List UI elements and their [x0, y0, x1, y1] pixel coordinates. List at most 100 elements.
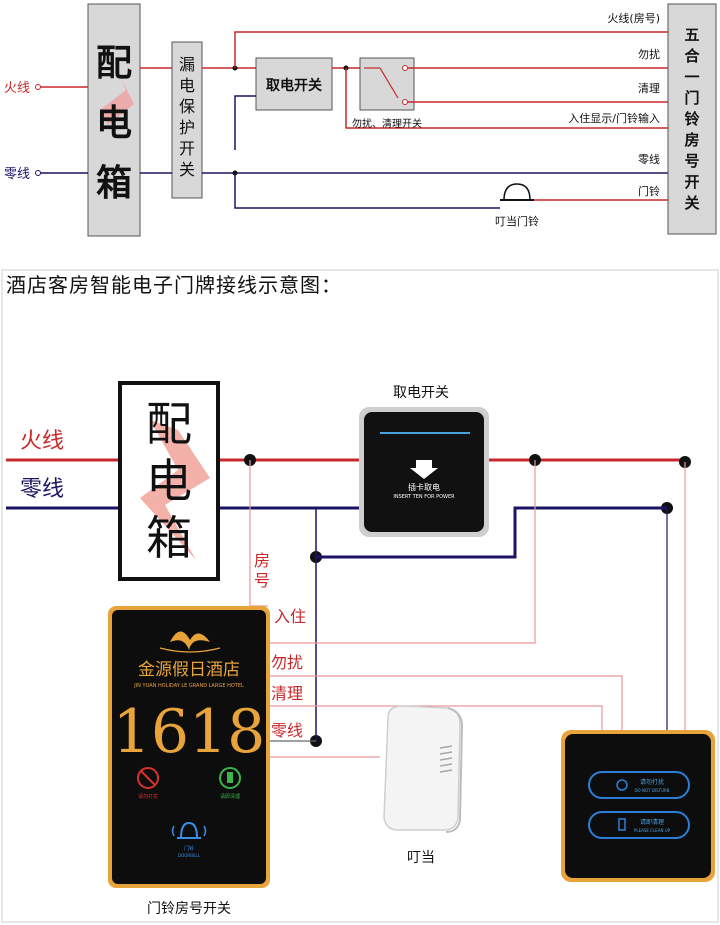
chime-caption: 叮当: [407, 850, 435, 866]
top-switch-blade: [379, 67, 399, 99]
clean-button-label: 请即清理: [640, 818, 664, 826]
dnd-indicator-icon: [137, 767, 159, 789]
breaker-char-3: 保: [179, 97, 195, 116]
wire-label-neutral: 零线: [271, 721, 303, 740]
top-right-label-5: 零线: [638, 152, 660, 166]
doorbell-button-icon[interactable]: [179, 821, 199, 839]
chime-vent-line: [439, 745, 453, 749]
five-char-4: 门: [684, 89, 699, 107]
breaker-char-2: 电: [179, 76, 195, 95]
top-right-label-6: 门铃: [638, 184, 660, 198]
top-bell-icon: [503, 183, 531, 201]
clean-button[interactable]: [588, 811, 690, 839]
five-char-5: 铃: [684, 110, 700, 128]
wire-label-fang: 房: [254, 551, 270, 570]
top-wire-bell-neutral: [234, 173, 500, 209]
insert-arrow-icon: [410, 460, 438, 479]
wire-label-hao: 号: [254, 571, 270, 590]
top-right-label-4: 入住显示/门铃输入: [568, 111, 660, 125]
top-card-switch-label: 取电开关: [266, 77, 322, 94]
top-panel-char-3: 箱: [96, 163, 132, 204]
bottom-wire-clean: [268, 705, 603, 735]
doorbell-label-en: DOORBELL: [178, 853, 201, 858]
chime-vent-line: [439, 751, 453, 755]
five-char-2: 合: [683, 47, 700, 65]
room-number: 1618: [113, 697, 266, 767]
top-card-switch: [255, 57, 333, 111]
breaker-char-5: 开: [179, 139, 195, 158]
bottom-live-label: 火线: [20, 429, 64, 454]
five-char-8: 开: [684, 173, 699, 191]
top-bell-caption: 叮当门铃: [495, 214, 539, 228]
bottom-frame: [1, 269, 719, 923]
chime-vent: [439, 745, 453, 773]
lotus-logo-icon: [170, 631, 210, 650]
dnd-button-label: 请勿打扰: [640, 778, 664, 786]
doorbell-waves: [171, 825, 207, 837]
dnd-slash: [140, 770, 156, 786]
doorplate-caption: 门铃房号开关: [147, 901, 231, 917]
logo-swoosh: [159, 647, 221, 653]
hotel-name: 金源假日酒店: [138, 660, 240, 680]
top-right-label-1: 火线(房号): [607, 11, 660, 25]
clean-indicator-icon: [219, 767, 241, 789]
indoor-switch-panel: [565, 734, 711, 878]
top-five-in-one-box: [667, 3, 717, 235]
bottom-neutral-return: [316, 506, 667, 559]
five-char-6: 房: [684, 131, 699, 149]
top-live-label: 火线: [4, 81, 30, 96]
top-switch-contact: [402, 99, 408, 105]
wire-label-clean: 清理: [271, 684, 303, 703]
doorplate-panel: [112, 610, 266, 884]
five-char-3: 一: [684, 68, 699, 86]
top-right-label-2: 勿扰: [638, 47, 660, 61]
breaker-char-1: 漏: [179, 55, 195, 74]
card-switch-hint: 插卡取电: [408, 482, 440, 492]
top-dnd-clean-caption: 勿扰、清理开关: [352, 117, 422, 130]
top-neutral-terminal: [35, 170, 41, 176]
top-lightning-mark: [100, 55, 134, 170]
five-char-9: 关: [684, 194, 699, 212]
breaker-char-6: 关: [179, 160, 195, 179]
top-right-label-3: 清理: [638, 82, 660, 95]
chime-vent-line: [439, 769, 453, 773]
dnd-indicator-label: 请勿打扰: [138, 793, 158, 800]
doorbell-label: 门铃: [184, 845, 194, 852]
top-wire: [234, 95, 256, 150]
clean-indicator-label: 请即清理: [220, 793, 240, 800]
bottom-panel-char-2: 电: [146, 454, 192, 508]
chime-vent-line: [439, 763, 453, 767]
chime-body: [383, 705, 461, 831]
top-live-terminal: [35, 84, 41, 90]
top-wire-live-roomno: [234, 31, 668, 68]
chime-vent-line: [439, 757, 453, 761]
clean-indicator-glyph: [227, 772, 233, 783]
clean-button-icon: [618, 818, 626, 831]
top-neutral-label: 零线: [4, 167, 30, 182]
breaker-char-4: 护: [179, 118, 195, 137]
bottom-panel-char-1: 配: [146, 397, 192, 451]
wire-label-dnd: 勿扰: [271, 653, 303, 672]
five-char-1: 五: [684, 26, 699, 44]
bottom-title: 酒店客房智能电子门牌接线示意图：: [6, 273, 342, 297]
card-switch-title: 取电开关: [393, 385, 449, 401]
hotel-name-en: JIN YUAN HOLIDAY LE GRAND LARGE HOTEL: [133, 683, 244, 689]
dnd-button[interactable]: [588, 771, 690, 799]
clean-button-label-en: PLEASE CLEAN UP: [634, 828, 671, 833]
dnd-button-icon: [616, 779, 628, 791]
bottom-wire-dnd: [268, 675, 623, 735]
chime-side: [445, 707, 464, 833]
wire-label-checkin: 入住: [274, 607, 306, 626]
top-panel-char-2: 电: [96, 103, 132, 144]
bottom-panel-char-3: 箱: [146, 511, 192, 565]
five-char-7: 号: [684, 152, 699, 170]
top-switch-contact: [402, 65, 408, 71]
bottom-lightning-mark: [140, 420, 210, 560]
card-switch-hint-en: INSERT TEN FOR POWER: [393, 494, 455, 500]
bottom-wire-checkin: [268, 460, 536, 644]
top-leakage-breaker: [171, 41, 203, 199]
bottom-neutral-label: 零线: [20, 477, 64, 502]
top-wire-checkin: [345, 68, 668, 129]
dnd-button-label-en: DO NOT DISTURB: [634, 788, 669, 793]
